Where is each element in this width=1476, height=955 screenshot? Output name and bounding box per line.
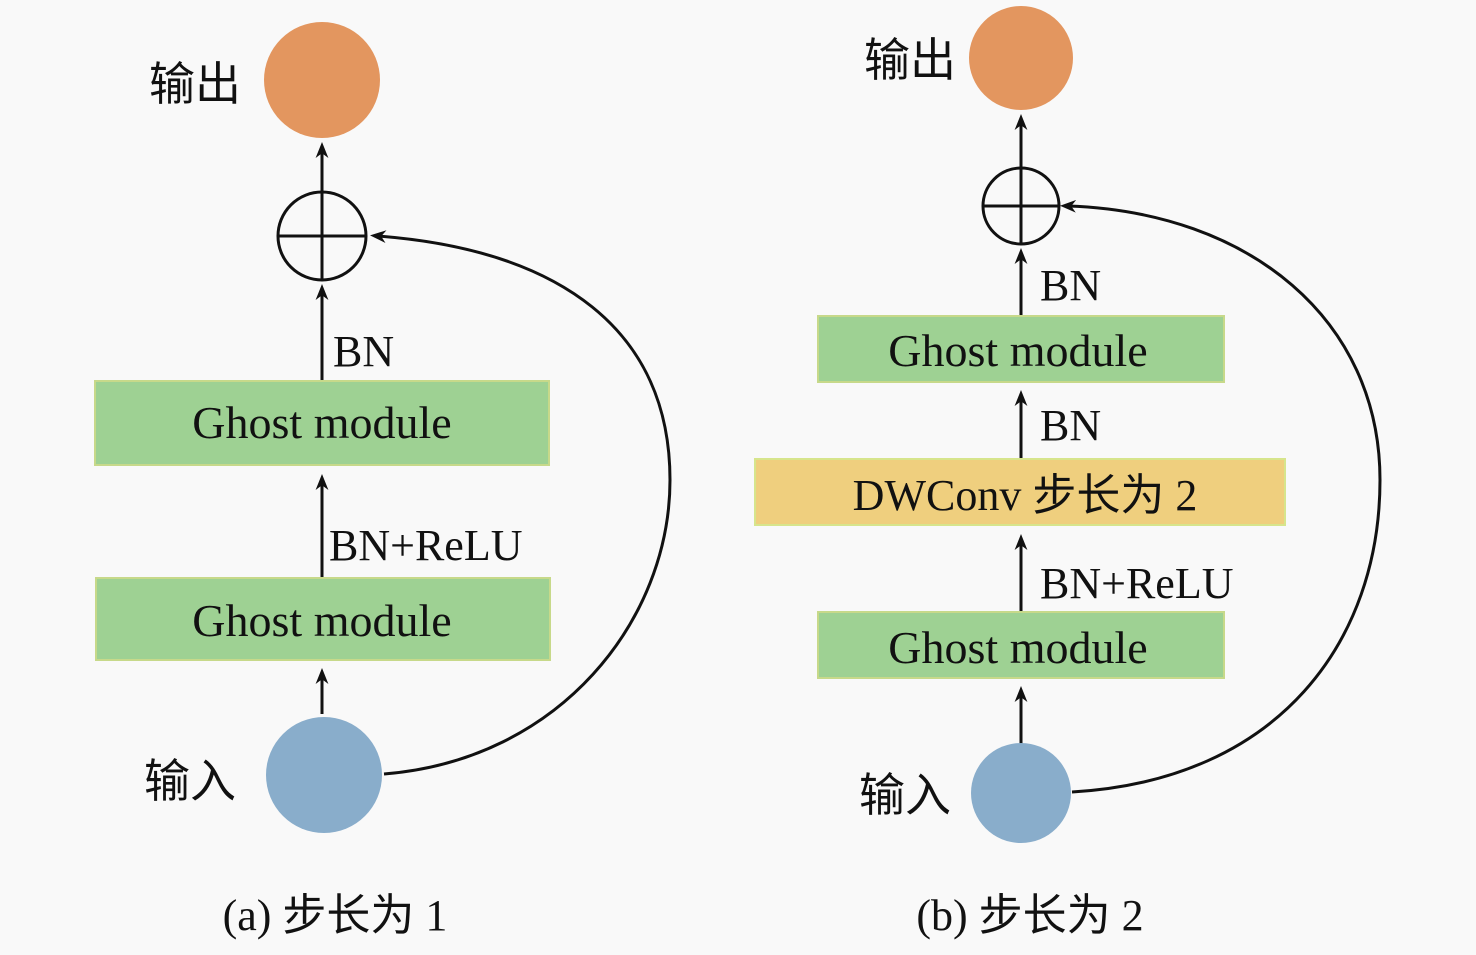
dwconv-box bbox=[754, 458, 1286, 526]
add-node bbox=[981, 166, 1061, 246]
input-node bbox=[971, 743, 1071, 843]
skip-connection bbox=[370, 230, 672, 776]
edge-bn-mid-label: BN bbox=[1040, 401, 1101, 450]
dwconv-label: DWConv 步长为 2 bbox=[853, 471, 1198, 520]
ghost-module-top-label: Ghost module bbox=[192, 397, 451, 448]
caption-b: (b) 步长为 2 bbox=[916, 891, 1143, 940]
caption-a: (a) 步长为 1 bbox=[223, 891, 448, 940]
panel-a: 输出 BN Ghost module BN+ReLU Ghost module … bbox=[94, 22, 672, 940]
ghost-module-top-box bbox=[94, 380, 550, 466]
output-label: 输出 bbox=[149, 59, 241, 110]
edge-bn-label: BN bbox=[333, 327, 394, 376]
input-label: 输入 bbox=[859, 770, 951, 821]
input-label: 输入 bbox=[144, 756, 236, 807]
panel-b: 输出 BN Ghost module BN DWConv 步长为 2 BN+Re… bbox=[754, 6, 1382, 940]
output-node bbox=[969, 6, 1073, 110]
input-node bbox=[266, 717, 382, 833]
output-label: 输出 bbox=[864, 35, 956, 86]
edge-bn-relu-label: BN+ReLU bbox=[1040, 559, 1233, 608]
add-node bbox=[276, 190, 368, 282]
ghost-module-bottom-box bbox=[95, 577, 551, 661]
ghost-module-bottom-label: Ghost module bbox=[192, 595, 451, 646]
edge-bn-relu-label: BN+ReLU bbox=[329, 521, 522, 570]
ghost-module-top-label: Ghost module bbox=[888, 325, 1147, 376]
ghost-module-bottom-label: Ghost module bbox=[888, 622, 1147, 673]
output-node bbox=[264, 22, 380, 138]
skip-connection bbox=[1060, 199, 1382, 794]
ghost-module-bottom-box bbox=[817, 611, 1225, 679]
ghost-module-top-box bbox=[817, 315, 1225, 383]
edge-bn-top-label: BN bbox=[1040, 261, 1101, 310]
